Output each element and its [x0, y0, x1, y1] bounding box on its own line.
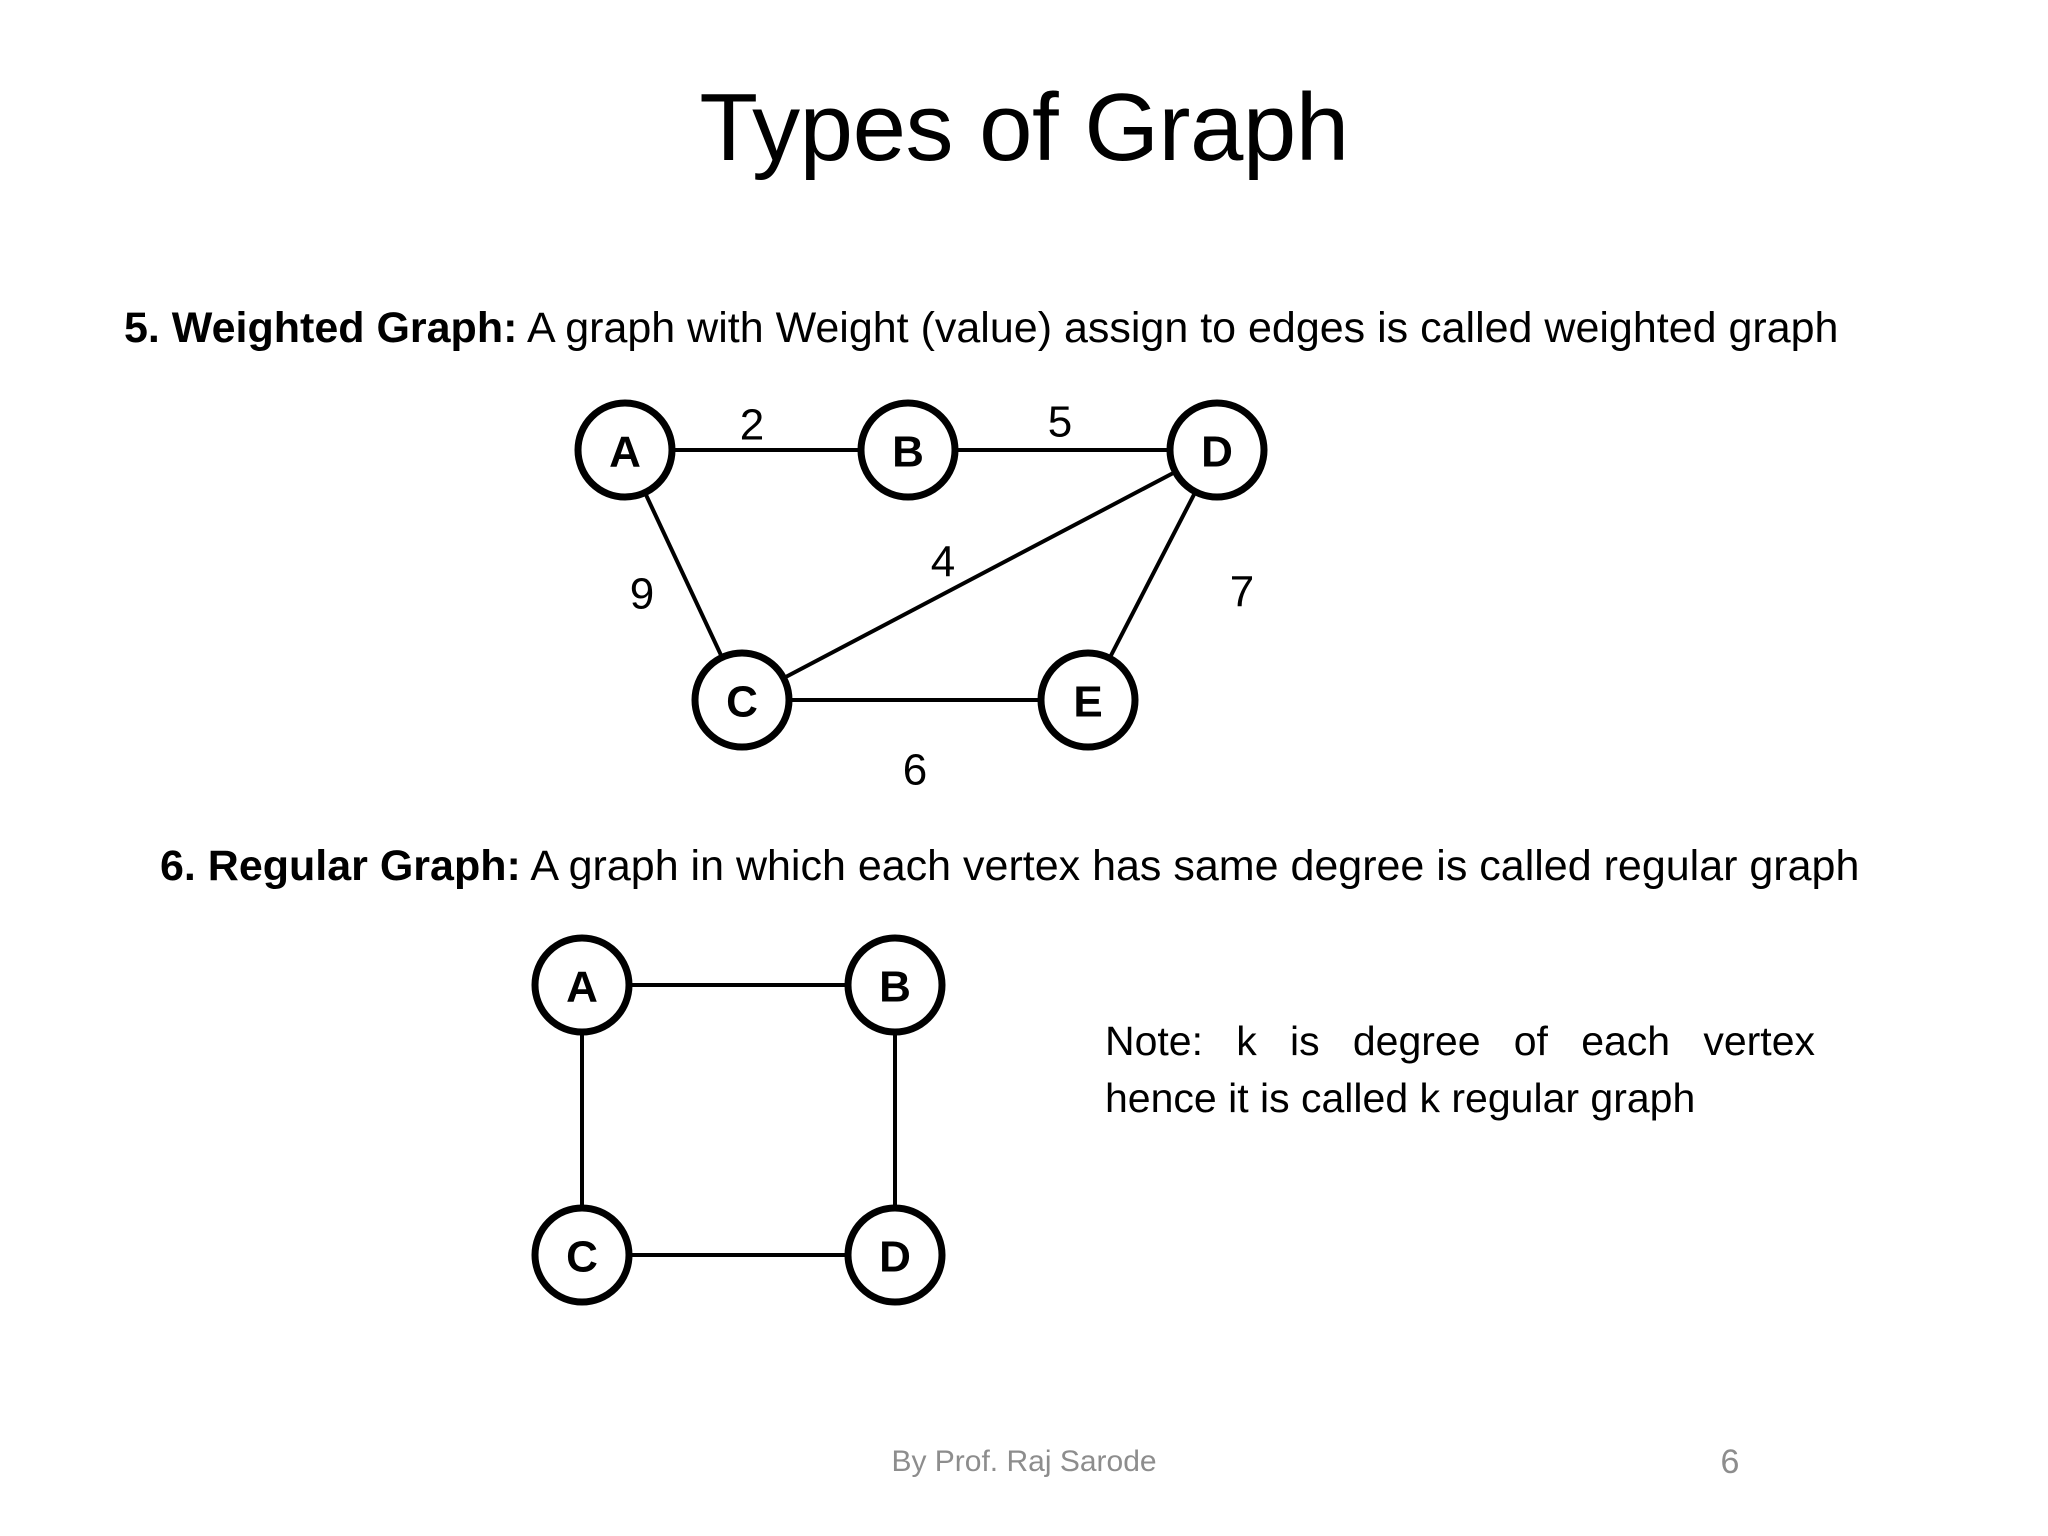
note-line-2: hence it is called k regular graph	[1105, 1074, 1696, 1121]
weighted-edge-d-e	[1107, 490, 1198, 660]
weighted-node-label-b: B	[892, 428, 924, 477]
weighted-weight-a-c: 9	[630, 570, 654, 619]
definition-regular-graph-lead: 6. Regular Graph:	[160, 842, 521, 890]
regular-node-c	[531, 1204, 633, 1306]
regular-node-d	[844, 1204, 946, 1306]
footer-author: By Prof. Raj Sarode	[891, 1445, 1157, 1478]
weighted-weight-c-d: 4	[931, 538, 955, 587]
definition-regular-graph-body: A graph in which each vertex has same de…	[520, 842, 1860, 890]
footer-page-number: 6	[1720, 1443, 1740, 1481]
regular-node-a	[531, 934, 633, 1036]
definition-regular-graph: 6. Regular Graph: A graph in which each …	[160, 840, 1859, 894]
weighted-graph-diagram: 2 5 9 4 7 6 A B D C E	[520, 370, 1320, 800]
weighted-weight-c-e: 6	[903, 746, 927, 795]
regular-graph-svg: A B C D	[531, 934, 946, 1306]
note-block: Note: k is degree of each vertex hence i…	[1105, 1013, 1815, 1126]
definition-weighted-graph: 5. Weighted Graph: A graph with Weight (…	[124, 302, 1838, 356]
weighted-node-label-d: D	[1201, 428, 1233, 477]
weighted-node-label-a: A	[609, 428, 641, 477]
definition-weighted-graph-lead: 5. Weighted Graph:	[124, 304, 518, 352]
page-title: Types of Graph	[699, 74, 1349, 181]
weighted-node-label-c: C	[726, 678, 758, 727]
note-line-1: Note: k is degree of each vertex	[1105, 1018, 1815, 1064]
regular-node-label-d: D	[879, 1233, 911, 1282]
weighted-weight-d-e: 7	[1230, 568, 1254, 617]
weighted-edge-a-c	[643, 491, 724, 659]
regular-node-label-b: B	[879, 963, 911, 1012]
weighted-node-c	[691, 649, 793, 751]
weighted-weight-a-b: 2	[740, 401, 764, 450]
weighted-node-e	[1037, 649, 1139, 751]
regular-graph-diagram: A B C D	[500, 905, 980, 1345]
weighted-node-a	[574, 399, 676, 501]
weighted-node-b	[857, 399, 959, 501]
regular-node-b	[844, 934, 946, 1036]
regular-node-label-a: A	[566, 963, 598, 1012]
definition-weighted-graph-body: A graph with Weight (value) assign to ed…	[517, 304, 1839, 352]
weighted-node-d	[1166, 399, 1268, 501]
weighted-weight-b-d: 5	[1048, 398, 1072, 447]
regular-node-label-c: C	[566, 1233, 598, 1282]
weighted-edge-c-d	[782, 470, 1177, 680]
weighted-graph-svg: 2 5 9 4 7 6 A B D C E	[574, 398, 1268, 795]
weighted-node-label-e: E	[1073, 678, 1102, 727]
